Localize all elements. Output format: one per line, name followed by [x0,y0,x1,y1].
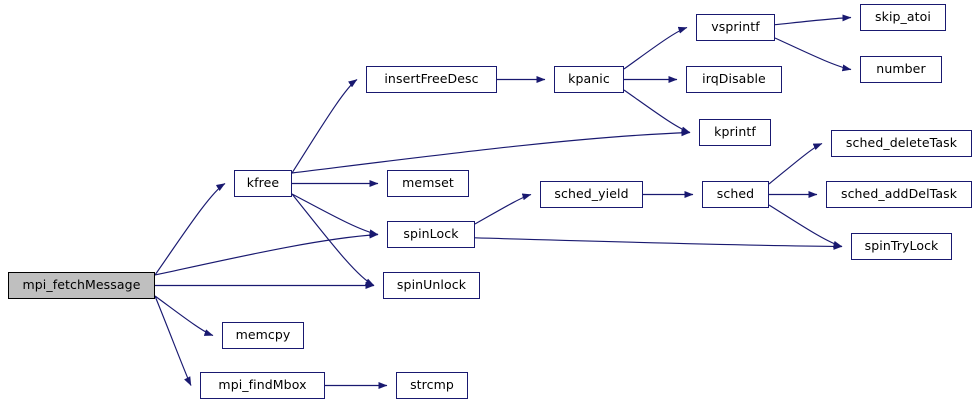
graph-edge-spinLock-to-sched_yield [474,193,532,225]
graph-edge-kfree-to-kprintf [291,129,691,174]
graph-node-sched_yield[interactable]: sched_yield [540,181,643,208]
graph-node-label: number [876,61,926,77]
graph-node-kpanic[interactable]: kpanic [554,66,624,93]
graph-node-memcpy[interactable]: memcpy [222,322,304,349]
graph-node-kprintf[interactable]: kprintf [699,119,771,146]
graph-node-label: sched_yield [554,186,629,202]
graph-node-label: spinLock [403,226,459,242]
graph-edge-spinLock-to-spinTryLock [474,237,843,250]
graph-node-label: spinUnlock [396,277,467,293]
graph-node-kfree[interactable]: kfree [234,170,292,197]
graph-node-mpi_fetchMessage[interactable]: mpi_fetchMessage [8,272,155,299]
graph-node-number[interactable]: number [860,56,942,83]
graph-edge-kfree-to-insertFreeDesc [291,79,358,174]
graph-edge-sched-to-spinTryLock [768,204,843,248]
graph-node-label: memcpy [235,327,291,343]
graph-node-label: spinTryLock [864,238,939,254]
graph-node-label: mpi_findMbox [218,377,307,393]
graph-node-label: memset [402,175,454,191]
graph-node-sched_addDelTask[interactable]: sched_addDelTask [826,181,972,208]
graph-node-label: vsprintf [711,19,760,35]
graph-node-label: sched_addDelTask [840,186,958,202]
graph-edge-kpanic-to-vsprintf [623,26,688,70]
graph-node-label: kfree [246,175,280,191]
graph-node-spinLock[interactable]: spinLock [387,221,475,248]
graph-node-label: mpi_fetchMessage [22,277,141,293]
graph-node-memset[interactable]: memset [387,170,469,197]
graph-node-skip_atoi[interactable]: skip_atoi [860,4,946,31]
graph-node-spinUnlock[interactable]: spinUnlock [383,272,480,299]
graph-node-label: sched [716,186,755,202]
graph-node-label: irqDisable [702,71,766,87]
graph-edge-vsprintf-to-number [774,37,852,72]
graph-edge-mpi_fetchMessage-to-spinLock [154,231,379,276]
graph-edge-kpanic-to-kprintf [623,89,691,134]
graph-node-strcmp[interactable]: strcmp [396,372,468,399]
graph-node-label: skip_atoi [875,9,931,25]
graph-edge-kfree-to-spinUnlock [291,193,375,287]
graph-node-vsprintf[interactable]: vsprintf [696,14,775,41]
graph-edge-mpi_fetchMessage-to-mpi_findMbox [154,295,192,386]
graph-node-sched_deleteTask[interactable]: sched_deleteTask [831,130,972,157]
graph-edge-mpi_fetchMessage-to-kfree [154,183,226,276]
graph-node-label: insertFreeDesc [384,71,479,87]
graph-edge-vsprintf-to-skip_atoi [774,14,852,26]
graph-node-label: kprintf [714,124,756,140]
graph-node-spinTryLock[interactable]: spinTryLock [851,233,952,260]
graph-edge-mpi_fetchMessage-to-memcpy [154,295,214,337]
graph-node-sched[interactable]: sched [702,181,769,208]
graph-edge-sched-to-sched_deleteTask [768,142,823,185]
graph-node-mpi_findMbox[interactable]: mpi_findMbox [200,372,325,399]
graph-node-irqDisable[interactable]: irqDisable [686,66,782,93]
graph-node-insertFreeDesc[interactable]: insertFreeDesc [366,66,497,93]
graph-node-label: strcmp [410,377,454,393]
graph-edge-kfree-to-spinLock [291,193,379,237]
graph-node-label: kpanic [568,71,610,87]
graph-node-label: sched_deleteTask [845,135,958,151]
